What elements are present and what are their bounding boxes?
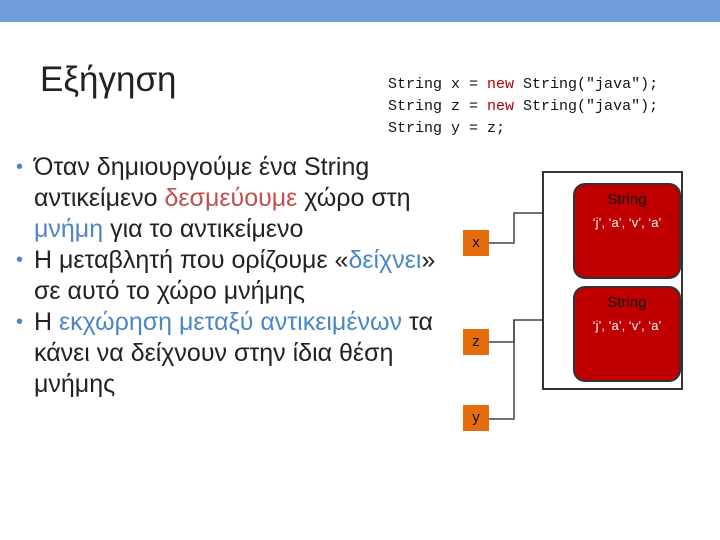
code-line: String x = new String("java"); — [388, 74, 658, 96]
bullet-text: » σε αυτό το χώρο μνήμης — [34, 246, 436, 305]
arrow-y-to-object — [489, 320, 515, 420]
bullet-text: τα κάνει να δείχνουν στην ίδια θέση μνήμ… — [34, 308, 433, 398]
bullet-icon: • — [16, 311, 24, 333]
variable-y: y — [463, 405, 489, 431]
code-rest: String("java"); — [514, 76, 659, 93]
slide-title: Εξήγηση — [40, 60, 177, 99]
bullet-item: • Όταν δημιουργούμε ένα String αντικείμεν… — [16, 152, 436, 245]
string-object-1: String ‘j’, ‘a’, ‘v’, ‘a’ — [573, 183, 681, 279]
bullet-item: • Η μεταβλητή που ορίζουμε «δείχνει» σε α… — [16, 245, 436, 307]
bullet-highlight: εκχώρηση μεταξύ αντικειμένων — [59, 308, 403, 336]
object-value: ‘j’, ‘a’, ‘v’, ‘a’ — [592, 318, 662, 333]
code-decl: String z = — [388, 98, 488, 115]
variable-x: x — [463, 230, 489, 256]
bullet-text: χώρο στη — [297, 184, 411, 212]
code-line: String y = z; — [388, 118, 658, 140]
code-decl: String x = — [388, 76, 488, 93]
bullet-highlight: μνήμη — [34, 215, 104, 243]
code-keyword: new — [487, 98, 515, 115]
bullet-text: Η μεταβλητή που ορίζουμε « — [34, 246, 349, 274]
bullet-highlight: δείχνει — [348, 246, 422, 274]
bullet-item: • Η εκχώρηση μεταξύ αντικειμένων τα κάνει… — [16, 307, 436, 400]
code-line: String z = new String("java"); — [388, 96, 658, 118]
object-type: String — [607, 191, 647, 208]
code-rest: String("java"); — [514, 98, 659, 115]
bullet-text: Όταν δημιουργούμε ένα String αντικείμενο — [34, 153, 370, 212]
code-keyword: new — [487, 76, 515, 93]
code-block: String x = new String("java");String z =… — [388, 74, 658, 140]
object-value: ‘j’, ‘a’, ‘v’, ‘a’ — [592, 215, 662, 230]
bullet-icon: • — [16, 249, 24, 271]
header-bar — [0, 0, 720, 22]
bullet-text: για το αντικείμενο — [103, 215, 304, 243]
code-decl: String y = z; — [388, 120, 506, 137]
bullet-text: Η — [34, 308, 59, 336]
object-type: String — [607, 294, 647, 311]
bullet-icon: • — [16, 156, 24, 178]
bullet-list: • Όταν δημιουργούμε ένα String αντικείμεν… — [16, 152, 436, 400]
bullet-highlight: δεσμεύουμε — [164, 184, 298, 212]
variable-z: z — [463, 329, 489, 355]
string-object-2: String ‘j’, ‘a’, ‘v’, ‘a’ — [573, 286, 681, 382]
